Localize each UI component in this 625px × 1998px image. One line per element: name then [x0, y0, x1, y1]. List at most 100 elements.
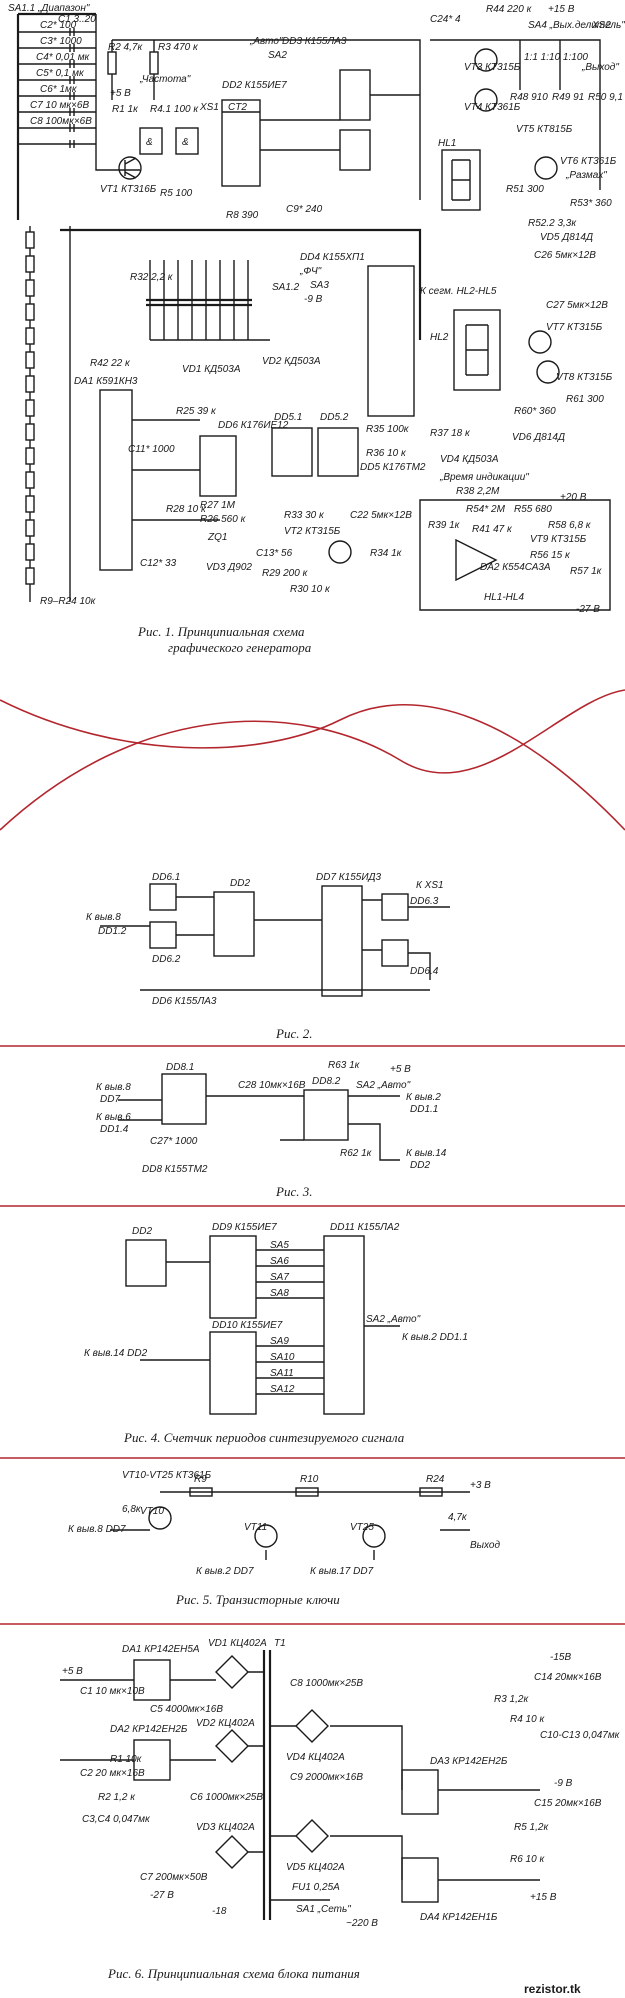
dd6-label: DD6 К176ИЕ12: [218, 420, 289, 431]
r25-label: R25 39 к: [176, 406, 217, 417]
vt3-transistor: [474, 48, 498, 72]
c7-label: C7 10 мк×6В: [30, 100, 89, 111]
r38-label: R38 2,2М: [456, 486, 500, 497]
r29-label: R29 200 к: [262, 568, 309, 579]
r6-label: R6 10 к: [510, 1854, 545, 1865]
sa1-label: SA1.1 „Диапазон": [8, 3, 90, 14]
r1-label: R1 10к: [110, 1754, 143, 1765]
r48-label: R48 910: [510, 92, 548, 103]
dd6-4-gate: [381, 939, 409, 967]
hl-label: HL1-HL4: [484, 592, 524, 603]
c34-label: C3,C4 0,047мк: [82, 1814, 151, 1825]
r42-label: R42 22 к: [90, 358, 131, 369]
r55-label: R55 680: [514, 504, 552, 515]
r39-label: R39 1к: [428, 520, 461, 531]
kv14-label: К выв.14 DD2: [84, 1348, 148, 1359]
da2-label: DA2 КР142ЕН2Б: [110, 1724, 188, 1735]
vd4-label: VD4 КД503А: [440, 454, 499, 465]
c27-label: C27* 1000: [150, 1136, 198, 1147]
c8-label: C8 1000мк×25В: [290, 1678, 363, 1689]
r24-label: R24: [426, 1474, 445, 1485]
dd8-1-flipflop: [161, 1073, 207, 1125]
r9-label: R9: [194, 1474, 207, 1485]
hl1-label: HL1: [438, 138, 456, 149]
kvyv-label: К выв.8: [86, 912, 121, 923]
sa11-label: SA11: [270, 1368, 294, 1379]
dd2-block: [125, 1239, 167, 1287]
vremya-label: „Время индикации": [439, 472, 529, 483]
r49-label: R49 91: [552, 92, 584, 103]
dd12-label: DD1.2: [98, 926, 127, 937]
vd6-label: VD6 Д814Д: [512, 432, 565, 443]
r30-label: R30 10 к: [290, 584, 331, 595]
c13-label: C13* 56: [256, 548, 293, 559]
dd3-4-gate: [339, 129, 371, 171]
xs1-label: XS1: [199, 102, 219, 113]
da2-label: DA2 К554СА3А: [480, 562, 551, 573]
fig1-caption-2: графического генератора: [168, 640, 312, 655]
dd2-label: DD2: [230, 878, 250, 889]
c6-label: C6 1000мк×25В: [190, 1792, 263, 1803]
fig1-caption-1: Рис. 1. Принципиальная схема: [137, 624, 305, 639]
r61-label: R61 300: [566, 394, 604, 405]
r44-label: R44 220 к: [486, 4, 533, 15]
dd5-label: DD5 К176ТМ2: [360, 462, 426, 473]
r37-label: R37 18 к: [430, 428, 471, 439]
c1-label: C1 3..20: [58, 14, 96, 25]
vt2-transistor: [328, 540, 352, 564]
r2-resistor: [107, 51, 117, 75]
dd64-label: DD6.4: [410, 966, 439, 977]
dd11-label: DD1.1: [410, 1104, 438, 1115]
dd6-3-gate: [381, 893, 409, 921]
vt10-transistor: [148, 1506, 172, 1530]
fig6-caption: Рис. 6. Принципиальная схема блока питан…: [107, 1966, 360, 1981]
dd9-counter: [209, 1235, 257, 1319]
r26-label: R26 560 к: [200, 514, 247, 525]
dd7-decoder: [321, 885, 363, 997]
kv17-label: К выв.17 DD7: [310, 1566, 374, 1577]
p15-label: +15 В: [530, 1892, 557, 1903]
c2-label: C2 20 мк×16В: [80, 1768, 145, 1779]
dd61-label: DD6.1: [152, 872, 180, 883]
vt7-transistor: [528, 330, 552, 354]
sa2-label: SA2 „Авто": [356, 1080, 411, 1091]
da3-regulator: [401, 1769, 439, 1815]
dd6-chip: [199, 435, 237, 497]
sa4-label: SA4 „Вых.делитель": [528, 20, 625, 31]
vt4-label: VT4 КТ361Б: [464, 102, 521, 113]
dd4-switch: [367, 265, 415, 417]
dd5-1-flipflop: [271, 427, 313, 477]
vd2-label: VD2 КЦ402А: [196, 1718, 255, 1729]
fig4-caption: Рис. 4. Счетчик периодов синтезируемого …: [123, 1430, 405, 1445]
r60-label: R60* 360: [514, 406, 556, 417]
r5-label: R5 100: [160, 188, 193, 199]
da1-label: DA1 К591КН3: [74, 376, 138, 387]
r2-label: R2 4,7к: [108, 42, 143, 53]
r9r24-label: R9–R24 10к: [40, 596, 97, 607]
r68-label: 6,8к: [122, 1504, 142, 1515]
r53-label: R53* 360: [570, 198, 612, 209]
m27-label: -27 В: [150, 1890, 174, 1901]
da1-regulator: [133, 1659, 171, 1701]
kv2-label: К выв.2 DD7: [196, 1566, 254, 1577]
vt6-transistor: [534, 156, 558, 180]
kv8-label: К выв.8 DD7: [68, 1524, 126, 1535]
dd8-label: DD8 К155ТМ2: [142, 1164, 208, 1175]
ratio-label: 1:1 1:10 1:100: [524, 52, 588, 63]
vd2-label: VD2 КД503А: [262, 356, 321, 367]
xs2-label: XS2: [591, 20, 611, 31]
dd6-2-gate: [149, 921, 177, 949]
dd7-label: DD7 К155ИД3: [316, 872, 382, 883]
kxs1-label: К XS1: [416, 880, 444, 891]
vt25-label: VT25: [350, 1522, 374, 1533]
dd82-label: DD8.2: [312, 1076, 341, 1087]
m15-label: -15В: [550, 1652, 571, 1663]
watermark: rezistor.tk: [524, 1982, 581, 1996]
r1-label: R1 1к: [112, 104, 139, 115]
c9-label: C9* 240: [286, 204, 323, 215]
dd51-label: DD5.1: [274, 412, 302, 423]
vt11-transistor: [254, 1524, 278, 1548]
vt6-label: VT6 КТ361Б: [560, 156, 617, 167]
figure-6: DA1 КР142ЕН5А VD1 КЦ402А T1 +5 В C1 10 м…: [60, 1638, 621, 1981]
